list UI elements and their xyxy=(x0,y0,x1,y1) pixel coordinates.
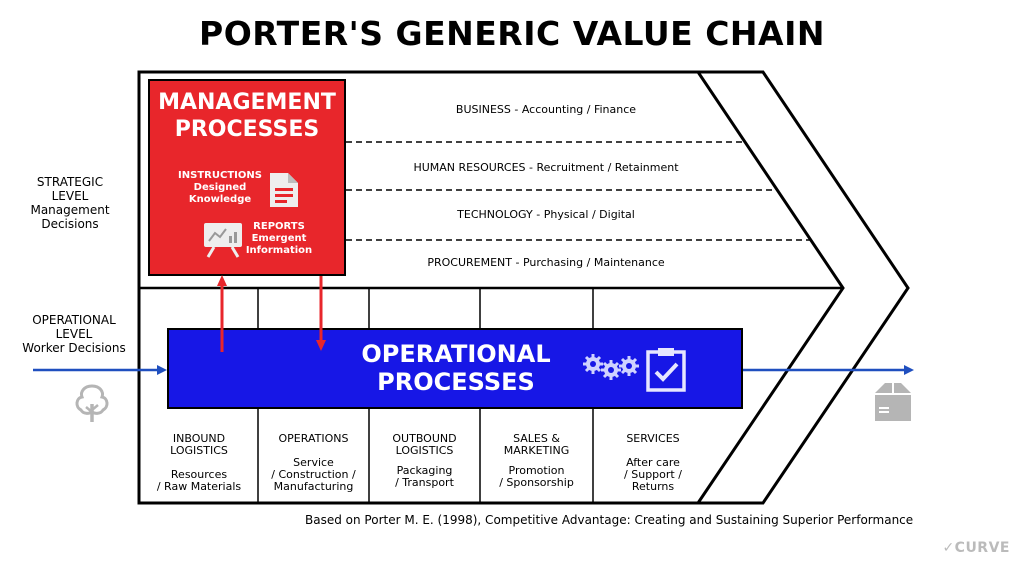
inbound-head-1: INBOUND xyxy=(172,432,226,445)
outbound-head-2: LOGISTICS xyxy=(395,444,454,457)
activity-inbound-logistics: INBOUND LOGISTICS Resources / Raw Materi… xyxy=(140,433,258,493)
box-icon xyxy=(875,383,911,421)
outbound-head-1: OUTBOUND xyxy=(392,432,457,445)
instructions-line-3: Knowledge xyxy=(188,194,252,205)
gears-icon xyxy=(583,354,639,380)
management-title-line-2: PROCESSES xyxy=(174,117,320,142)
services-sub-1: After care xyxy=(626,456,680,469)
reports-line-2: Emergent xyxy=(251,233,307,244)
operational-line-2: LEVEL xyxy=(55,327,93,341)
document-icon xyxy=(270,173,298,207)
operational-title-line-1: OPERATIONAL xyxy=(361,340,551,368)
operations-sub-1: Service xyxy=(293,456,334,469)
support-business: BUSINESS - Accounting / Finance xyxy=(455,103,637,116)
activity-sales-marketing: SALES & MARKETING Promotion / Sponsorshi… xyxy=(480,433,593,489)
instructions-label: INSTRUCTIONS Designed Knowledge xyxy=(176,170,264,206)
instructions-line-2: Designed xyxy=(193,182,247,193)
services-sub-3: Returns xyxy=(631,480,675,493)
operational-line-3: Worker Decisions xyxy=(22,341,126,355)
tree-icon xyxy=(75,384,109,422)
sales-sub-2: / Sponsorship xyxy=(499,476,574,489)
input-flow-arrowhead xyxy=(157,365,167,375)
strategic-level-label: STRATEGIC LEVEL Management Decisions xyxy=(0,175,140,231)
support-technology: TECHNOLOGY - Physical / Digital xyxy=(457,208,635,221)
sales-sub-1: Promotion xyxy=(508,464,565,477)
reports-up-arrowhead xyxy=(217,275,227,286)
support-human-resources: HUMAN RESOURCES - Recruitment / Retainme… xyxy=(413,161,679,174)
page-title: PORTER'S GENERIC VALUE CHAIN xyxy=(199,14,825,53)
clipboard-check-icon xyxy=(646,348,686,392)
operational-title: OPERATIONAL PROCESSES xyxy=(249,340,663,396)
reports-line-3: Information xyxy=(245,245,313,256)
brand-logo: ✓CURVE xyxy=(942,540,1010,556)
strategic-line-2: LEVEL xyxy=(51,189,89,203)
activity-services: SERVICES After care / Support / Returns xyxy=(593,433,713,493)
outbound-sub-2: / Transport xyxy=(395,476,454,489)
services-head-1: SERVICES xyxy=(626,432,680,445)
strategic-line-1: STRATEGIC xyxy=(36,175,104,189)
outbound-sub-1: Packaging xyxy=(396,464,453,477)
sales-head-1: SALES & xyxy=(513,432,560,445)
output-flow-arrowhead xyxy=(904,365,914,375)
instructions-down-arrowhead xyxy=(316,340,326,351)
operational-processes-box: OPERATIONAL PROCESSES xyxy=(167,328,743,409)
activity-operations: OPERATIONS Service / Construction / Manu… xyxy=(258,433,369,493)
inbound-sub-2: / Raw Materials xyxy=(156,480,242,493)
activity-outbound-logistics: OUTBOUND LOGISTICS Packaging / Transport xyxy=(369,433,480,489)
management-title-line-1: MANAGEMENT xyxy=(158,90,336,115)
instructions-line-1: INSTRUCTIONS xyxy=(178,170,262,181)
operations-sub-3: Manufacturing xyxy=(273,480,354,493)
operations-head-1: OPERATIONS xyxy=(278,432,349,445)
management-processes-box: MANAGEMENT PROCESSES INSTRUCTIONS Design… xyxy=(148,79,346,276)
support-procurement: PROCUREMENT - Purchasing / Maintenance xyxy=(427,256,665,269)
operational-line-1: OPERATIONAL xyxy=(32,313,116,327)
reports-label: REPORTS Emergent Information xyxy=(244,221,314,257)
inbound-sub-1: Resources xyxy=(170,468,228,481)
strategic-line-3: Management Decisions xyxy=(30,203,110,231)
value-chain-outline xyxy=(137,70,910,505)
management-title: MANAGEMENT PROCESSES xyxy=(150,89,344,143)
operations-sub-2: / Construction / xyxy=(271,468,356,481)
operational-level-label: OPERATIONAL LEVEL Worker Decisions xyxy=(8,313,140,355)
citation: Based on Porter M. E. (1998), Competitiv… xyxy=(305,513,914,527)
presentation-chart-icon xyxy=(204,223,242,258)
services-sub-2: / Support / xyxy=(624,468,682,481)
sales-head-2: MARKETING xyxy=(503,444,570,457)
reports-line-1: REPORTS xyxy=(253,221,305,232)
inbound-head-2: LOGISTICS xyxy=(170,444,228,457)
operational-title-line-2: PROCESSES xyxy=(377,368,535,396)
